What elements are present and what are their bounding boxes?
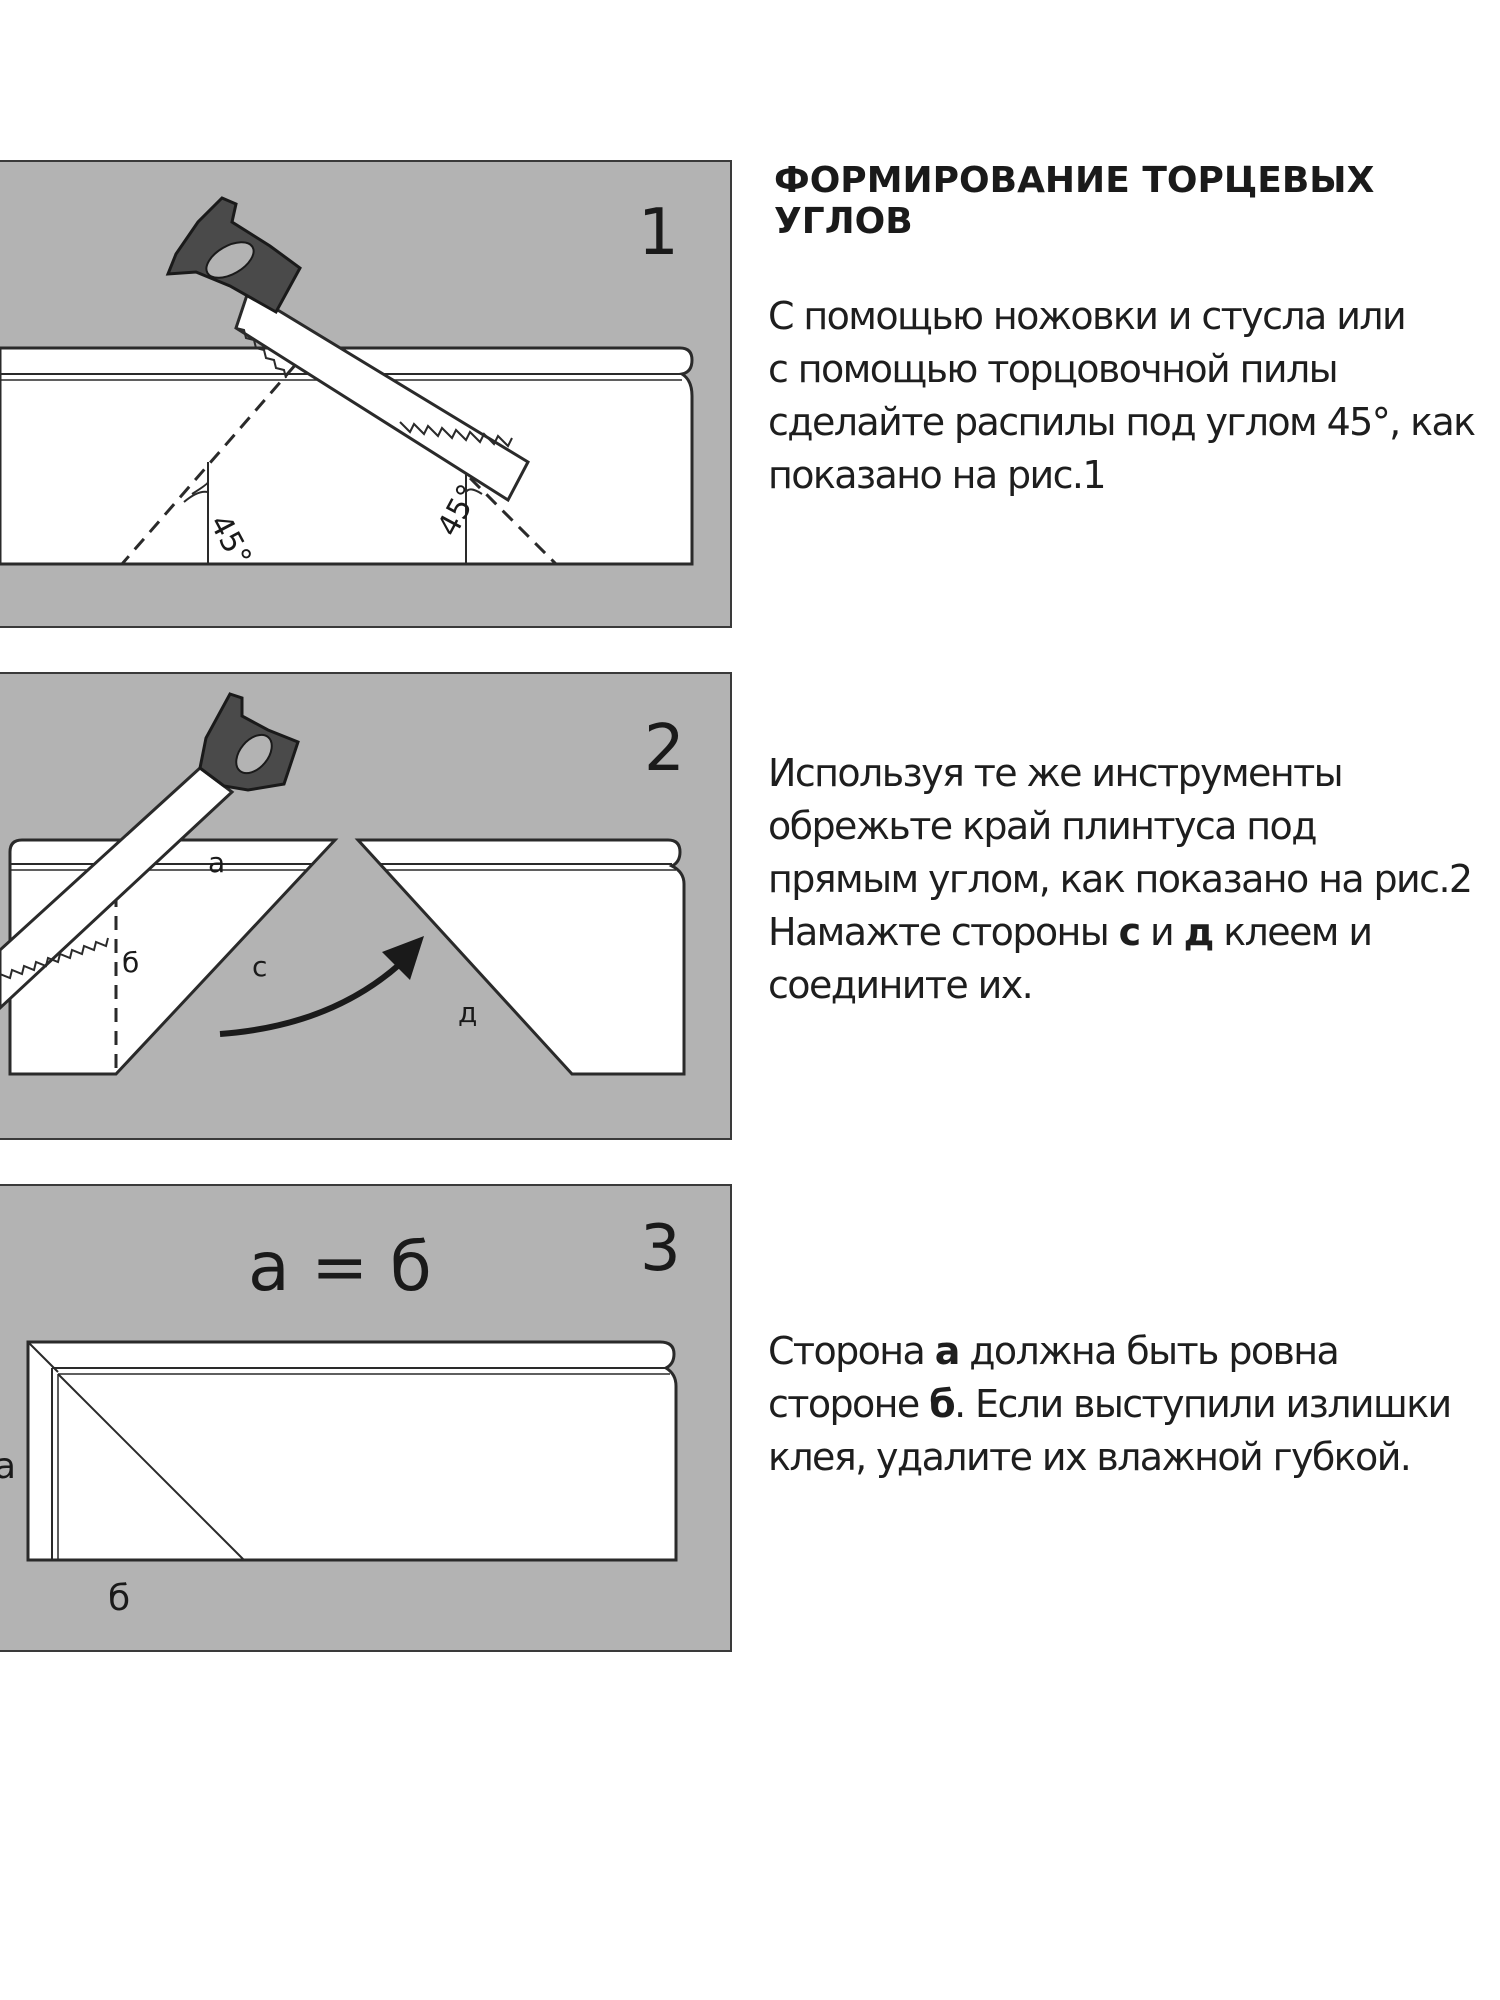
instruction-step-3: Сторона а должна быть ровна стороне б. Е… — [768, 1325, 1488, 1484]
text-fragment: стороне — [768, 1382, 930, 1426]
text-line: Намажте стороны с и д клеем и — [768, 906, 1488, 959]
label-b: б — [108, 1578, 130, 1619]
text-fragment: клеем и — [1212, 910, 1373, 954]
baseboard-corner — [26, 1340, 678, 1562]
bold-label-d: д — [1183, 910, 1215, 954]
saw-icon — [0, 692, 300, 1011]
bold-label-a: а — [934, 1329, 961, 1373]
angle-arc-left — [183, 462, 209, 564]
text-line: прямым углом, как показано на рис.2 — [768, 857, 1473, 901]
diagram-1-svg: 45° 45° 1 — [0, 196, 694, 572]
diagram-3-svg: a = б a б 3 — [0, 1212, 681, 1619]
page-title: ФОРМИРОВАНИЕ ТОРЦЕВЫХ УГЛОВ — [774, 160, 1375, 242]
saw-icon — [165, 196, 530, 503]
text-line: сделайте распилы под углом 45°, как — [768, 400, 1476, 444]
instruction-step-1: С помощью ножовки и стусла или с помощью… — [768, 290, 1488, 502]
text-line: клея, удалите их влажной губкой. — [768, 1435, 1412, 1479]
step-number-1: 1 — [638, 196, 679, 270]
label-c: с — [252, 950, 267, 983]
text-line: Сторона а должна быть ровна — [768, 1325, 1488, 1378]
step-number-2: 2 — [644, 712, 685, 786]
angle-arc-right — [465, 462, 483, 564]
label-b: б — [122, 946, 139, 979]
text-line: обрежьте край плинтуса под — [768, 804, 1317, 848]
label-a: a — [208, 846, 225, 879]
text-line: стороне б. Если выступили излишки — [768, 1378, 1488, 1431]
text-line: соедините их. — [768, 963, 1034, 1007]
step-number-3: 3 — [640, 1212, 681, 1286]
bold-label-b: б — [929, 1382, 956, 1426]
text-line: Используя те же инструменты — [768, 751, 1344, 795]
baseboard-piece-right — [354, 838, 686, 1076]
label-a: a — [0, 1446, 16, 1487]
arrow-icon — [219, 936, 424, 1037]
text-fragment: Намажте стороны — [768, 910, 1119, 954]
diagram-panel-3: a = б a б 3 — [0, 1184, 732, 1652]
text-fragment: и — [1139, 910, 1184, 954]
text-line: с помощью торцовочной пилы — [768, 347, 1339, 391]
text-fragment: . Если выступили излишки — [954, 1382, 1452, 1426]
instruction-step-2: Используя те же инструменты обрежьте кра… — [768, 747, 1488, 1012]
bold-label-c: с — [1118, 910, 1142, 954]
text-line: показано на рис.1 — [768, 453, 1107, 497]
formula-label: a = б — [248, 1228, 432, 1307]
label-d: д — [458, 996, 477, 1029]
diagram-panel-2: a б с д 2 — [0, 672, 732, 1140]
diagram-2-svg: a б с д 2 — [0, 692, 686, 1076]
text-fragment: Сторона — [768, 1329, 935, 1373]
text-line: С помощью ножовки и стусла или — [768, 294, 1407, 338]
text-fragment: должна быть ровна — [958, 1329, 1340, 1373]
diagram-panel-1: 45° 45° 1 — [0, 160, 732, 628]
